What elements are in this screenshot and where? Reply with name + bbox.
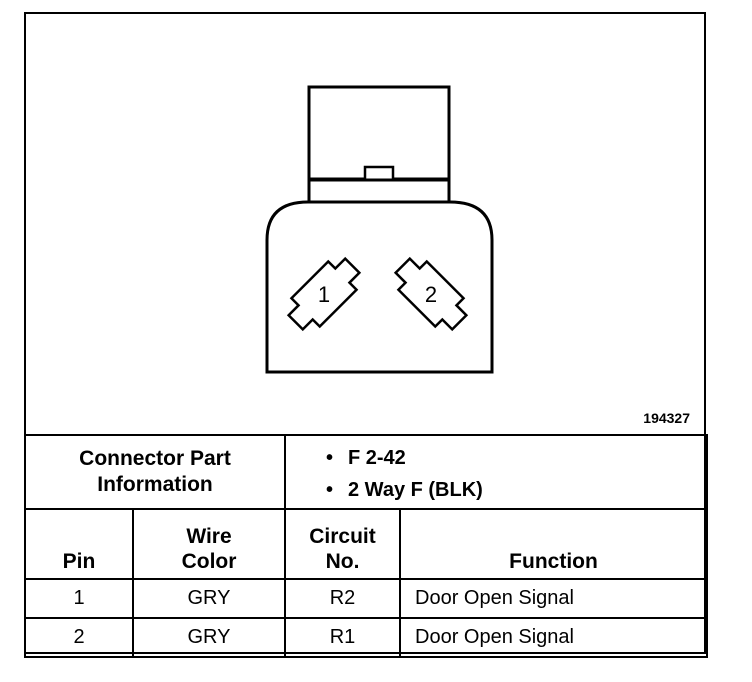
connector-diagram: 1 2 194327 [26,14,704,436]
row-pin: 1 [24,578,134,619]
connector-type: 2 Way F (BLK) [348,479,483,501]
header-pin: Pin [24,508,134,580]
connector-info-frame: 1 2 194327 Connector Part Information •F… [24,12,709,658]
part-info-item: •2 Way F (BLK) [326,479,483,501]
row-circuit: R2 [284,578,401,619]
part-info-item: •F 2-42 [326,447,406,469]
part-info-values: •F 2-42 •2 Way F (BLK) [283,434,709,510]
connector-latch-band [307,178,451,204]
part-info-label-line1: Connector Part [79,447,231,470]
pin-1-label: 1 [318,282,330,307]
table-row: 2 GRY R1 Door Open Signal [24,617,709,658]
part-info-label: Connector Part Information [24,434,286,510]
header-circuit-no: Circuit No. [284,508,401,580]
figure-number: 194327 [643,410,690,426]
connector-latch-tab [363,165,395,182]
part-info-row: Connector Part Information •F 2-42 •2 Wa… [24,434,709,510]
part-info-label-line2: Information [97,473,213,496]
row-pin: 2 [24,617,134,658]
connector-face [265,200,494,374]
row-function: Door Open Signal [398,578,709,619]
table-row: 1 GRY R2 Door Open Signal [24,578,709,619]
row-function: Door Open Signal [398,617,709,658]
row-circuit: R1 [284,617,401,658]
table-header-row: Pin Wire Color Circuit No. Function [24,508,709,580]
pin-1-cavity [286,256,362,332]
pin-2-label: 2 [425,282,437,307]
row-wire-color: GRY [132,617,286,658]
header-function: Function [398,508,709,580]
row-wire-color: GRY [132,578,286,619]
connector-drawing: 1 2 [265,85,494,374]
header-wire-color: Wire Color [132,508,286,580]
part-number: F 2-42 [348,447,406,469]
pin-2-cavity [393,256,469,332]
connector-latch-housing [307,85,451,181]
pinout-table: Connector Part Information •F 2-42 •2 Wa… [24,434,709,658]
